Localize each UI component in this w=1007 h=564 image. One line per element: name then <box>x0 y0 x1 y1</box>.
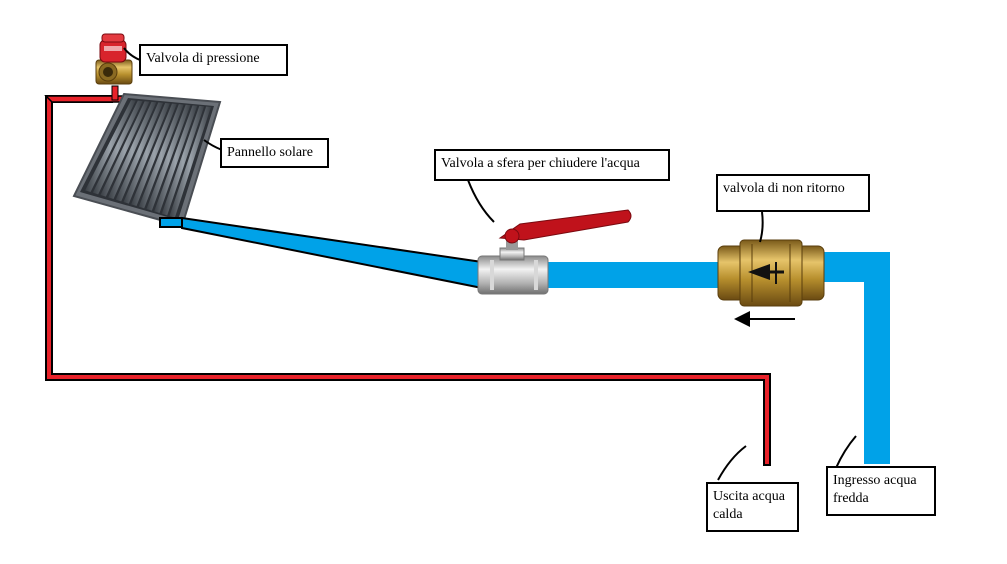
check-valve-icon <box>717 239 825 307</box>
label-ball-valve-text: Valvola a sfera per chiudere l'acqua <box>441 156 640 171</box>
solar-panel-icon <box>72 92 222 228</box>
solar-tube <box>138 104 184 209</box>
solar-tube <box>146 104 191 211</box>
label-check-valve-text: valvola di non ritorno <box>723 181 845 196</box>
cold-water-pipe <box>181 216 890 464</box>
leader-ball-valve <box>467 179 495 223</box>
label-cold-water-in-line2: fredda <box>833 491 869 506</box>
solar-tube <box>115 102 164 202</box>
label-solar-panel-text: Pannello solare <box>227 145 313 160</box>
ball-valve-icon <box>477 209 632 295</box>
leader-hot-out <box>717 445 747 481</box>
label-hot-water-out-line2: calda <box>713 507 743 522</box>
solar-tube <box>154 105 198 213</box>
solar-tube <box>161 105 205 216</box>
solar-tube <box>123 103 170 204</box>
solar-tube <box>92 100 143 195</box>
solar-tube <box>131 103 177 206</box>
label-cold-water-in: Ingresso acqua fredda <box>826 466 936 516</box>
leader-cold-in <box>835 435 857 469</box>
label-pressure-valve: Valvola di pressione <box>139 44 288 76</box>
solar-tube <box>85 100 136 192</box>
label-check-valve: valvola di non ritorno <box>716 174 870 212</box>
label-hot-water-out-line1: Uscita acqua <box>713 489 785 504</box>
flow-direction-arrow-icon <box>734 311 795 327</box>
leader-check-valve <box>759 211 764 243</box>
leader-lines <box>123 47 857 481</box>
label-solar-panel: Pannello solare <box>220 138 329 168</box>
pressure-valve-icon <box>95 33 133 85</box>
solar-tube <box>108 101 157 199</box>
label-cold-water-in-line1: Ingresso acqua <box>833 473 917 488</box>
label-pressure-valve-text: Valvola di pressione <box>146 51 260 66</box>
label-hot-water-out: Uscita acqua calda <box>706 482 799 532</box>
solar-tube <box>100 101 150 197</box>
label-ball-valve: Valvola a sfera per chiudere l'acqua <box>434 149 670 181</box>
solar-tube <box>169 106 211 218</box>
leader-pressure-valve <box>123 47 141 61</box>
